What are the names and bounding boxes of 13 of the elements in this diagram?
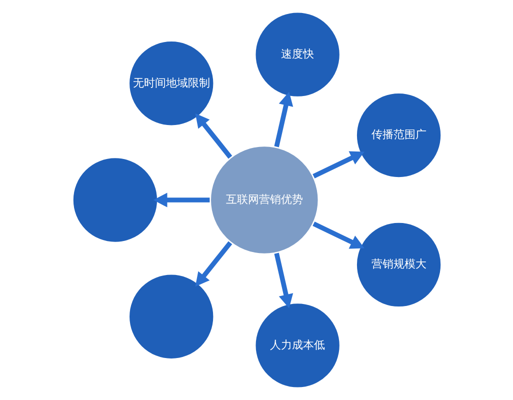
arrow: [194, 241, 232, 287]
arrow: [274, 92, 293, 148]
node-circle: 互联网营销优势: [208, 144, 320, 256]
arrow: [312, 222, 364, 249]
node-circle: 速度快: [252, 10, 342, 99]
arrow: [194, 113, 232, 159]
node-circle: 传播范围广: [354, 91, 442, 180]
node-circle: 营销规模大: [354, 220, 442, 309]
arrow: [312, 151, 364, 178]
node-circle: [70, 156, 159, 244]
node-circle: 人力成本低: [252, 301, 342, 390]
arrow: [274, 252, 293, 308]
arrow: [152, 192, 210, 208]
